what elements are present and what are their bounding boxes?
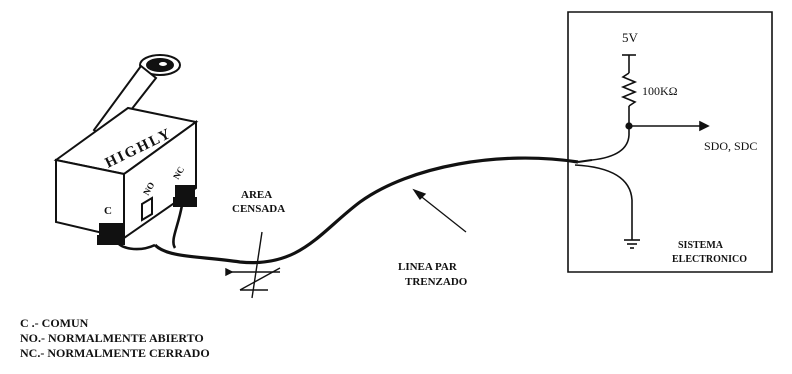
supply-label: 5V <box>622 30 639 45</box>
terminal-nc <box>173 185 197 207</box>
sensed-area-symbol <box>225 231 281 299</box>
system-label-1: SISTEMA <box>678 240 724 251</box>
line-label-1: LINEA PAR <box>398 261 458 273</box>
collector-wire <box>591 126 630 161</box>
ground-icon <box>624 239 640 249</box>
line-pointer-arrow <box>412 188 467 233</box>
system-label-2: ELECTRONICO <box>672 254 747 265</box>
pullup-circuit <box>574 54 710 249</box>
output-arrow <box>699 120 710 132</box>
lever-roller-icon <box>139 54 181 76</box>
output-label: SDO, SDC <box>704 139 757 153</box>
microswitch <box>53 54 199 245</box>
electronic-system-box <box>567 11 773 273</box>
legend-item-no: NO.- NORMALMENTE ABIERTO <box>20 331 204 345</box>
resistor-symbol <box>620 72 638 107</box>
line-label-2: TRENZADO <box>405 276 468 288</box>
legend-item-c: C .- COMUN <box>20 316 89 330</box>
sensed-area-label-1: AREA <box>241 189 272 201</box>
sensed-area-label-2: CENSADA <box>232 203 285 215</box>
terminal-c <box>97 223 125 245</box>
emitter-wire <box>574 164 633 240</box>
resistor-label: 100KΩ <box>642 84 678 98</box>
pin-c-label: C <box>104 205 112 217</box>
legend-item-nc: NC.- NORMALMENTE CERRADO <box>20 346 210 360</box>
pin-legend: C .- COMUN NO.- NORMALMENTE ABIERTO NC.-… <box>20 316 210 361</box>
terminal-no <box>141 196 153 222</box>
